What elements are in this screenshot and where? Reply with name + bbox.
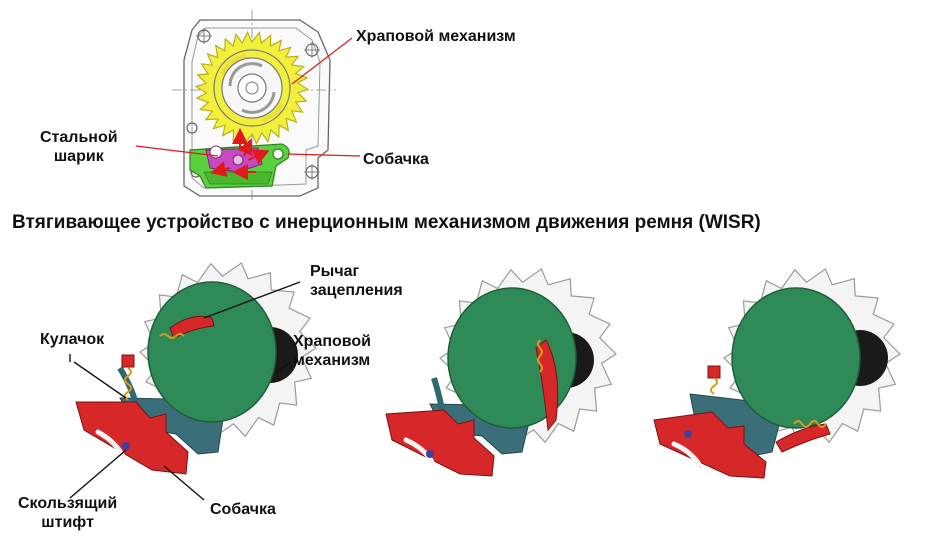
panel-1-sliding-pin — [122, 442, 130, 450]
panel-1-cam-top — [121, 354, 135, 368]
lever-label: Рычаг зацепления — [310, 262, 403, 300]
panel-3-lever — [775, 423, 831, 453]
panel-2-sliding-pin — [426, 450, 434, 458]
sliding-pin-label-line-1: Скользящий — [18, 495, 118, 512]
panel-3-sliding-pin — [684, 430, 692, 438]
panel-2-lever — [535, 339, 559, 432]
bottom-ratchet-label: Храповой механизм — [293, 332, 371, 370]
panel-3-mechanism — [653, 268, 901, 479]
section-heading: Втягивающее устройство с инерционным мех… — [12, 212, 761, 233]
cam-label: Кулачок — [40, 331, 105, 348]
top-pawl-label: Собачка — [363, 151, 429, 168]
sliding-pin-label-line-2: штифт — [41, 514, 94, 531]
top-steel-ball-label-line-2: шарик — [53, 148, 104, 165]
panel-1-spring — [124, 367, 132, 401]
top-mechanism-drawing — [135, 10, 361, 200]
panel-1-disc — [147, 281, 277, 423]
bottom-pawl-label: Собачка — [210, 501, 276, 518]
panel-1-leader-lines — [69, 281, 301, 501]
panel-1-mechanism — [69, 262, 317, 501]
top-steel-ball-label: Стальной шарик — [40, 128, 118, 166]
top-leader-lines — [135, 37, 361, 157]
top-motion-arrows — [210, 128, 270, 180]
bottom-ratchet-label-line-1: Храповой — [293, 333, 372, 350]
top-steel-ball-label-line-1: Стальной — [40, 129, 118, 146]
lever-label-line-1: Рычаг — [310, 263, 360, 280]
lever-label-line-2: зацепления — [310, 282, 403, 299]
panel-2-mechanism — [385, 268, 617, 477]
bottom-ratchet-label-line-2: механизм — [293, 352, 371, 369]
panel-3-disc — [731, 287, 861, 429]
top-ratchet-label: Храповой механизм — [356, 28, 516, 45]
housing-inner — [191, 27, 321, 189]
sliding-pin-label: Скользящий штифт — [18, 494, 117, 532]
